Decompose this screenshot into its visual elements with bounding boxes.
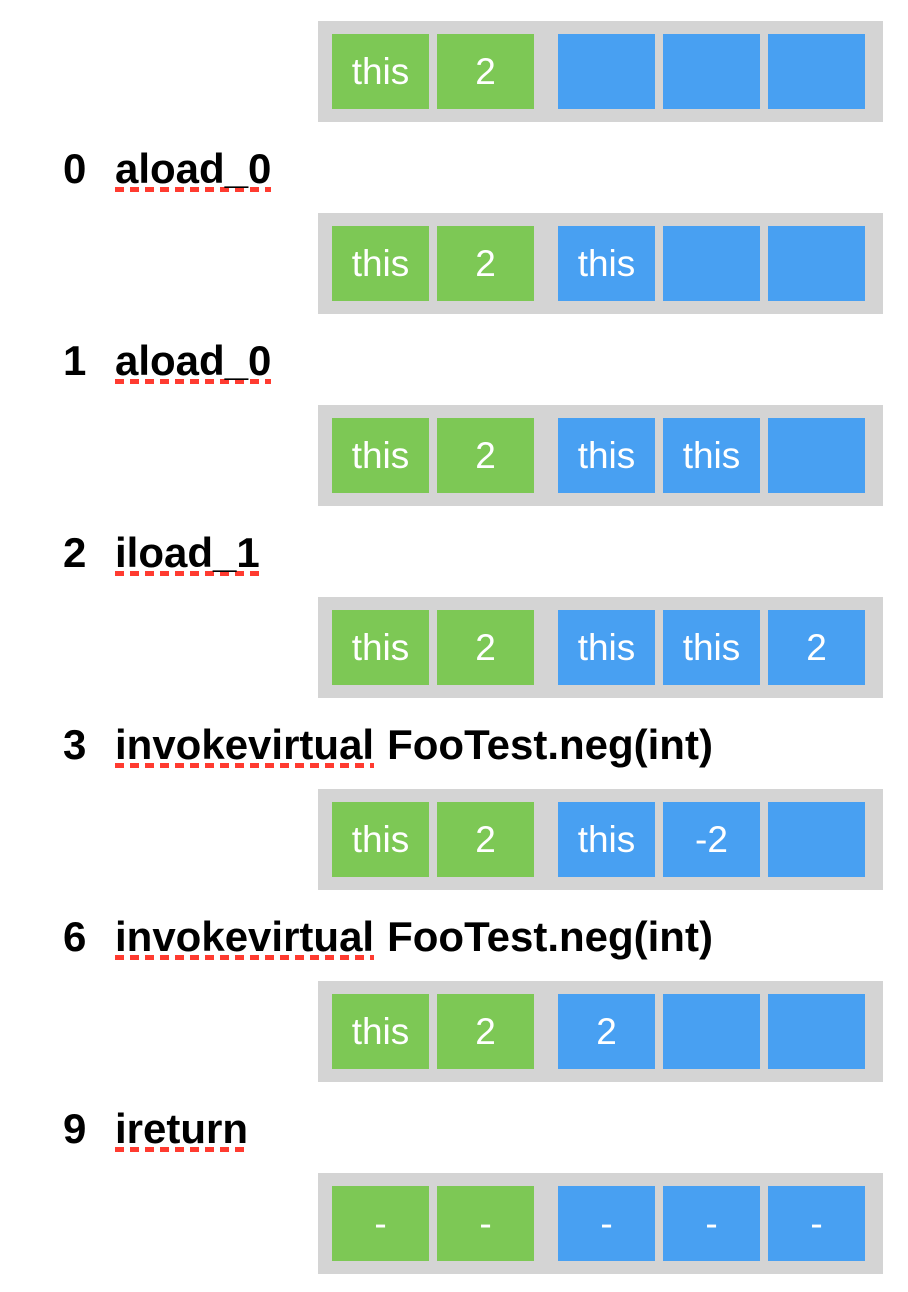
operand-stack-cell: this bbox=[558, 802, 655, 877]
local-variable-cell: 2 bbox=[437, 802, 534, 877]
local-variable-cell: 2 bbox=[437, 610, 534, 685]
local-variable-cell: this bbox=[332, 226, 429, 301]
instruction-offset: 1 bbox=[63, 337, 87, 384]
instruction-line: 0 aload_0 bbox=[63, 146, 908, 192]
stack-frame-row: this 2 this -2 bbox=[318, 789, 883, 890]
local-variable-cell: this bbox=[332, 34, 429, 109]
stack-frame-row: this 2 this this 2 bbox=[318, 597, 883, 698]
operand-stack-cell bbox=[663, 34, 760, 109]
local-variable-cell: 2 bbox=[437, 226, 534, 301]
operand-stack-cell bbox=[768, 802, 865, 877]
local-variable-cell: - bbox=[437, 1186, 534, 1261]
local-variable-cell: this bbox=[332, 994, 429, 1069]
operand-stack-cell: 2 bbox=[558, 994, 655, 1069]
operand-stack-cell: this bbox=[558, 418, 655, 493]
operand-stack-cell bbox=[663, 226, 760, 301]
instruction-offset: 0 bbox=[63, 145, 87, 192]
operand-stack-cell bbox=[768, 418, 865, 493]
instruction-line: 6 invokevirtual FooTest.neg(int) bbox=[63, 914, 908, 960]
instruction-offset: 6 bbox=[63, 913, 87, 960]
operand-stack-cell: 2 bbox=[768, 610, 865, 685]
instruction-mnemonic: invokevirtual bbox=[115, 913, 375, 960]
instruction-line: 2 iload_1 bbox=[63, 530, 908, 576]
instruction-offset: 2 bbox=[63, 529, 87, 576]
instruction-line: 9 ireturn bbox=[63, 1106, 908, 1152]
stack-frame-row: - - - - - bbox=[318, 1173, 883, 1274]
local-variable-cell: this bbox=[332, 610, 429, 685]
operand-stack-cell: -2 bbox=[663, 802, 760, 877]
operand-stack-cell bbox=[558, 34, 655, 109]
local-variable-cell: 2 bbox=[437, 994, 534, 1069]
stack-frame-row: this 2 this bbox=[318, 213, 883, 314]
instruction-line: 3 invokevirtual FooTest.neg(int) bbox=[63, 722, 908, 768]
instruction-mnemonic: aload_0 bbox=[115, 145, 272, 192]
instruction-mnemonic: aload_0 bbox=[115, 337, 272, 384]
local-variable-cell: - bbox=[332, 1186, 429, 1261]
operand-stack-cell: - bbox=[558, 1186, 655, 1261]
operand-stack-cell bbox=[768, 226, 865, 301]
operand-stack-cell: this bbox=[558, 610, 655, 685]
instruction-operand: FooTest.neg(int) bbox=[387, 721, 713, 768]
stack-frame-row: this 2 2 bbox=[318, 981, 883, 1082]
instruction-mnemonic: iload_1 bbox=[115, 529, 260, 576]
instruction-operand: FooTest.neg(int) bbox=[387, 913, 713, 960]
local-variable-cell: this bbox=[332, 418, 429, 493]
instruction-line: 1 aload_0 bbox=[63, 338, 908, 384]
local-variable-cell: this bbox=[332, 802, 429, 877]
operand-stack-cell bbox=[768, 34, 865, 109]
local-variable-cell: 2 bbox=[437, 418, 534, 493]
instruction-mnemonic: invokevirtual bbox=[115, 721, 375, 768]
instruction-offset: 3 bbox=[63, 721, 87, 768]
operand-stack-cell: this bbox=[663, 610, 760, 685]
instruction-offset: 9 bbox=[63, 1105, 87, 1152]
local-variable-cell: 2 bbox=[437, 34, 534, 109]
stack-frame-row: this 2 this this bbox=[318, 405, 883, 506]
stack-frame-row: this 2 bbox=[318, 21, 883, 122]
bytecode-execution-trace: this 2 0 aload_0 this 2 this 1 aload_0 t… bbox=[0, 21, 908, 1292]
operand-stack-cell bbox=[663, 994, 760, 1069]
operand-stack-cell: this bbox=[663, 418, 760, 493]
operand-stack-cell bbox=[768, 994, 865, 1069]
instruction-mnemonic: ireturn bbox=[115, 1105, 249, 1152]
operand-stack-cell: - bbox=[768, 1186, 865, 1261]
operand-stack-cell: - bbox=[663, 1186, 760, 1261]
operand-stack-cell: this bbox=[558, 226, 655, 301]
